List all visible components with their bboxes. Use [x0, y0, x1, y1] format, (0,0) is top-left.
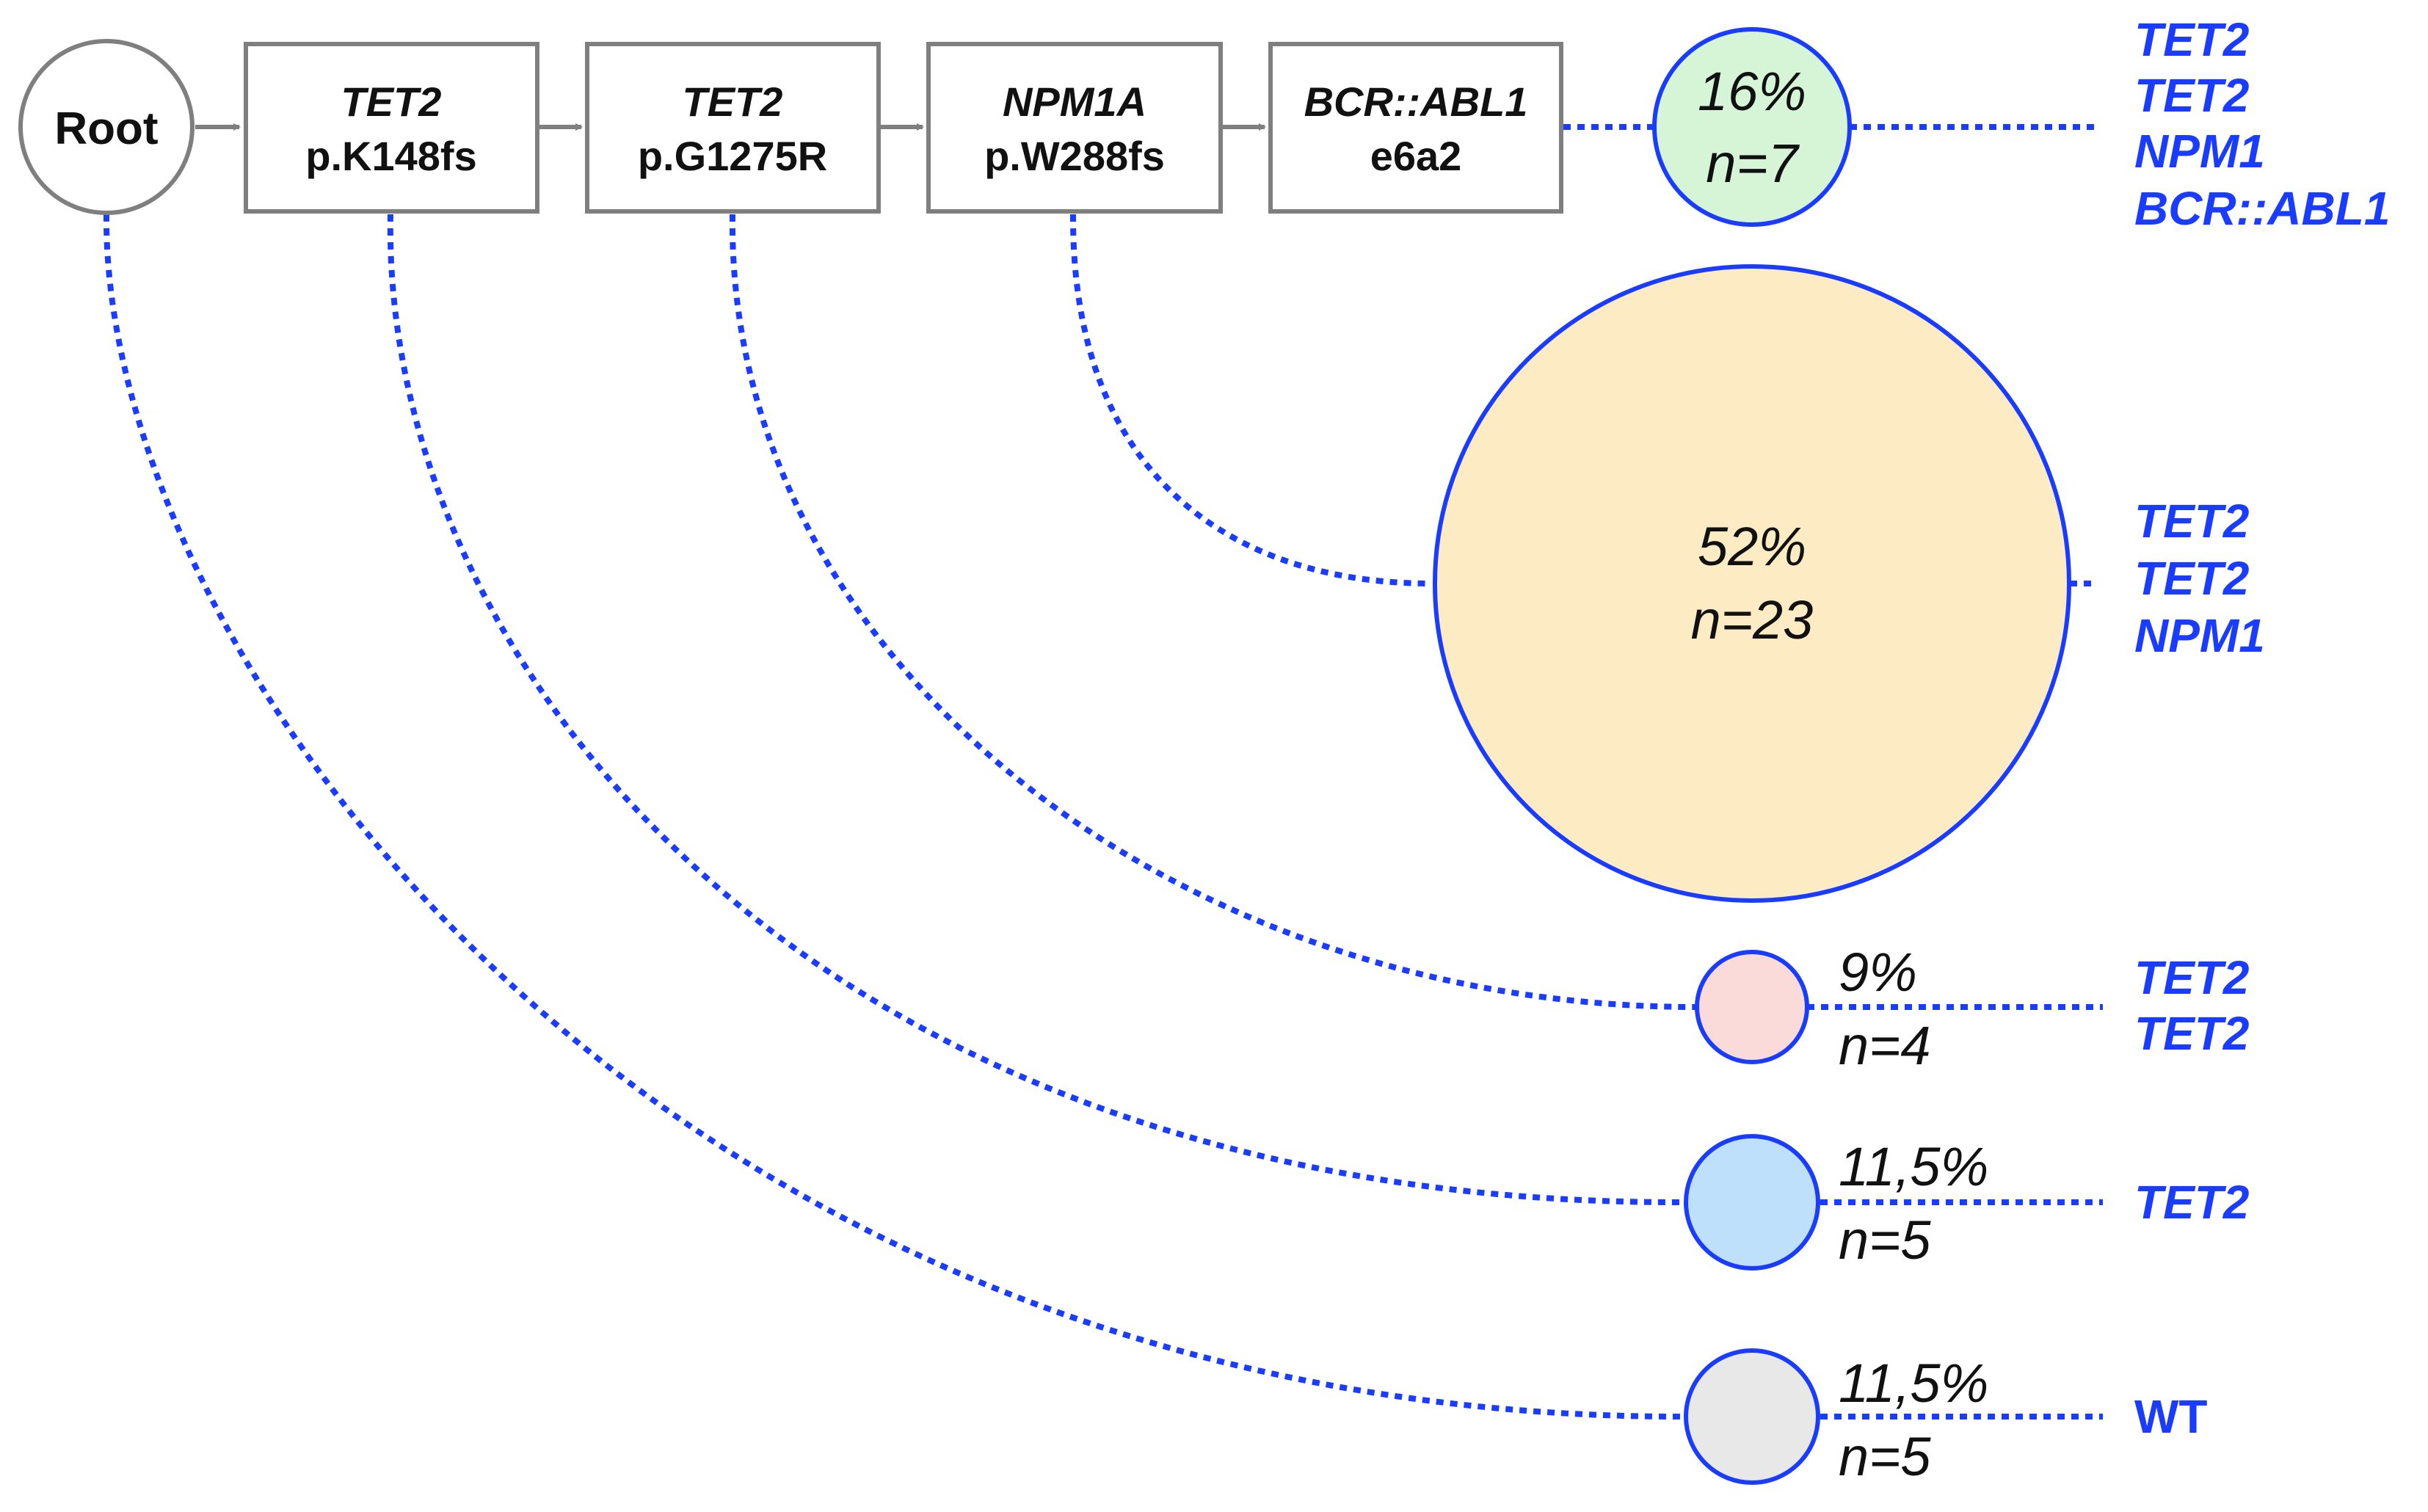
mutation-variant: p.G1275R — [638, 133, 827, 179]
clone-3: 9% n=4 — [1695, 942, 1931, 1076]
root-node — [18, 39, 195, 215]
clone-3-gene: TET2 — [2134, 951, 2249, 1004]
mutation-variant: e6a2 — [1370, 133, 1462, 179]
mutation-gene: TET2 — [341, 79, 442, 125]
clone-1-gene: NPM1 — [2134, 125, 2265, 178]
clone-count: n=5 — [1839, 1210, 1931, 1271]
connector-tet2-1-to-clone-4 — [387, 214, 1682, 1206]
mutation-box-3: NPM1A p.W288fs — [926, 42, 1223, 214]
mutation-gene: NPM1A — [1003, 79, 1146, 125]
clone-circle — [1684, 1348, 1820, 1485]
clone-percent: 16% — [1698, 61, 1806, 122]
clone-2-gene: TET2 — [2134, 552, 2249, 605]
mutation-box-4: BCR::ABL1 e6a2 — [1268, 42, 1563, 214]
clone-circle — [1433, 264, 2071, 903]
clone-4-gene: TET2 — [2134, 1176, 2249, 1229]
clone-4: 11,5% n=5 — [1684, 1134, 1988, 1271]
clone-1-gene: BCR::ABL1 — [2134, 182, 2390, 235]
clone-1-gene: TET2 — [2134, 69, 2249, 122]
root-label: Root — [54, 103, 158, 154]
clone-2: 52% n=23 — [1433, 264, 2071, 903]
clone-5-gene: WT — [2134, 1390, 2208, 1443]
clone-count: n=4 — [1839, 1015, 1931, 1076]
clone-percent: 52% — [1698, 516, 1806, 577]
clone-percent: 11,5% — [1839, 1136, 1988, 1197]
clone-2-gene: NPM1 — [2134, 609, 2265, 662]
clone-3-gene: TET2 — [2134, 1007, 2249, 1060]
clone-circle — [1695, 950, 1809, 1064]
clone-count: n=7 — [1706, 133, 1800, 194]
clone-1: 16% n=7 — [1652, 27, 1852, 227]
mutation-variant: p.W288fs — [984, 133, 1165, 179]
clone-count: n=23 — [1691, 589, 1814, 650]
mutation-box-2: TET2 p.G1275R — [585, 42, 881, 214]
clone-count: n=5 — [1839, 1426, 1931, 1487]
clone-circle — [1684, 1134, 1820, 1271]
mutation-gene: BCR::ABL1 — [1304, 79, 1528, 125]
mutation-variant: p.K148fs — [305, 133, 476, 179]
mutation-box-1: TET2 p.K148fs — [244, 42, 539, 214]
mutation-gene: TET2 — [683, 79, 783, 125]
connector-root-to-wt — [103, 214, 1689, 1420]
clone-circle — [1652, 27, 1852, 227]
clone-percent: 11,5% — [1839, 1353, 1988, 1414]
connector-tet2-2-to-clone-3 — [729, 214, 1696, 1010]
clone-2-gene: TET2 — [2134, 495, 2249, 548]
clone-1-gene: TET2 — [2134, 13, 2249, 66]
clone-percent: 9% — [1839, 942, 1917, 1003]
connector-npm1-to-clone-2 — [1069, 214, 1432, 586]
clone-5: 11,5% n=5 — [1684, 1348, 1988, 1487]
